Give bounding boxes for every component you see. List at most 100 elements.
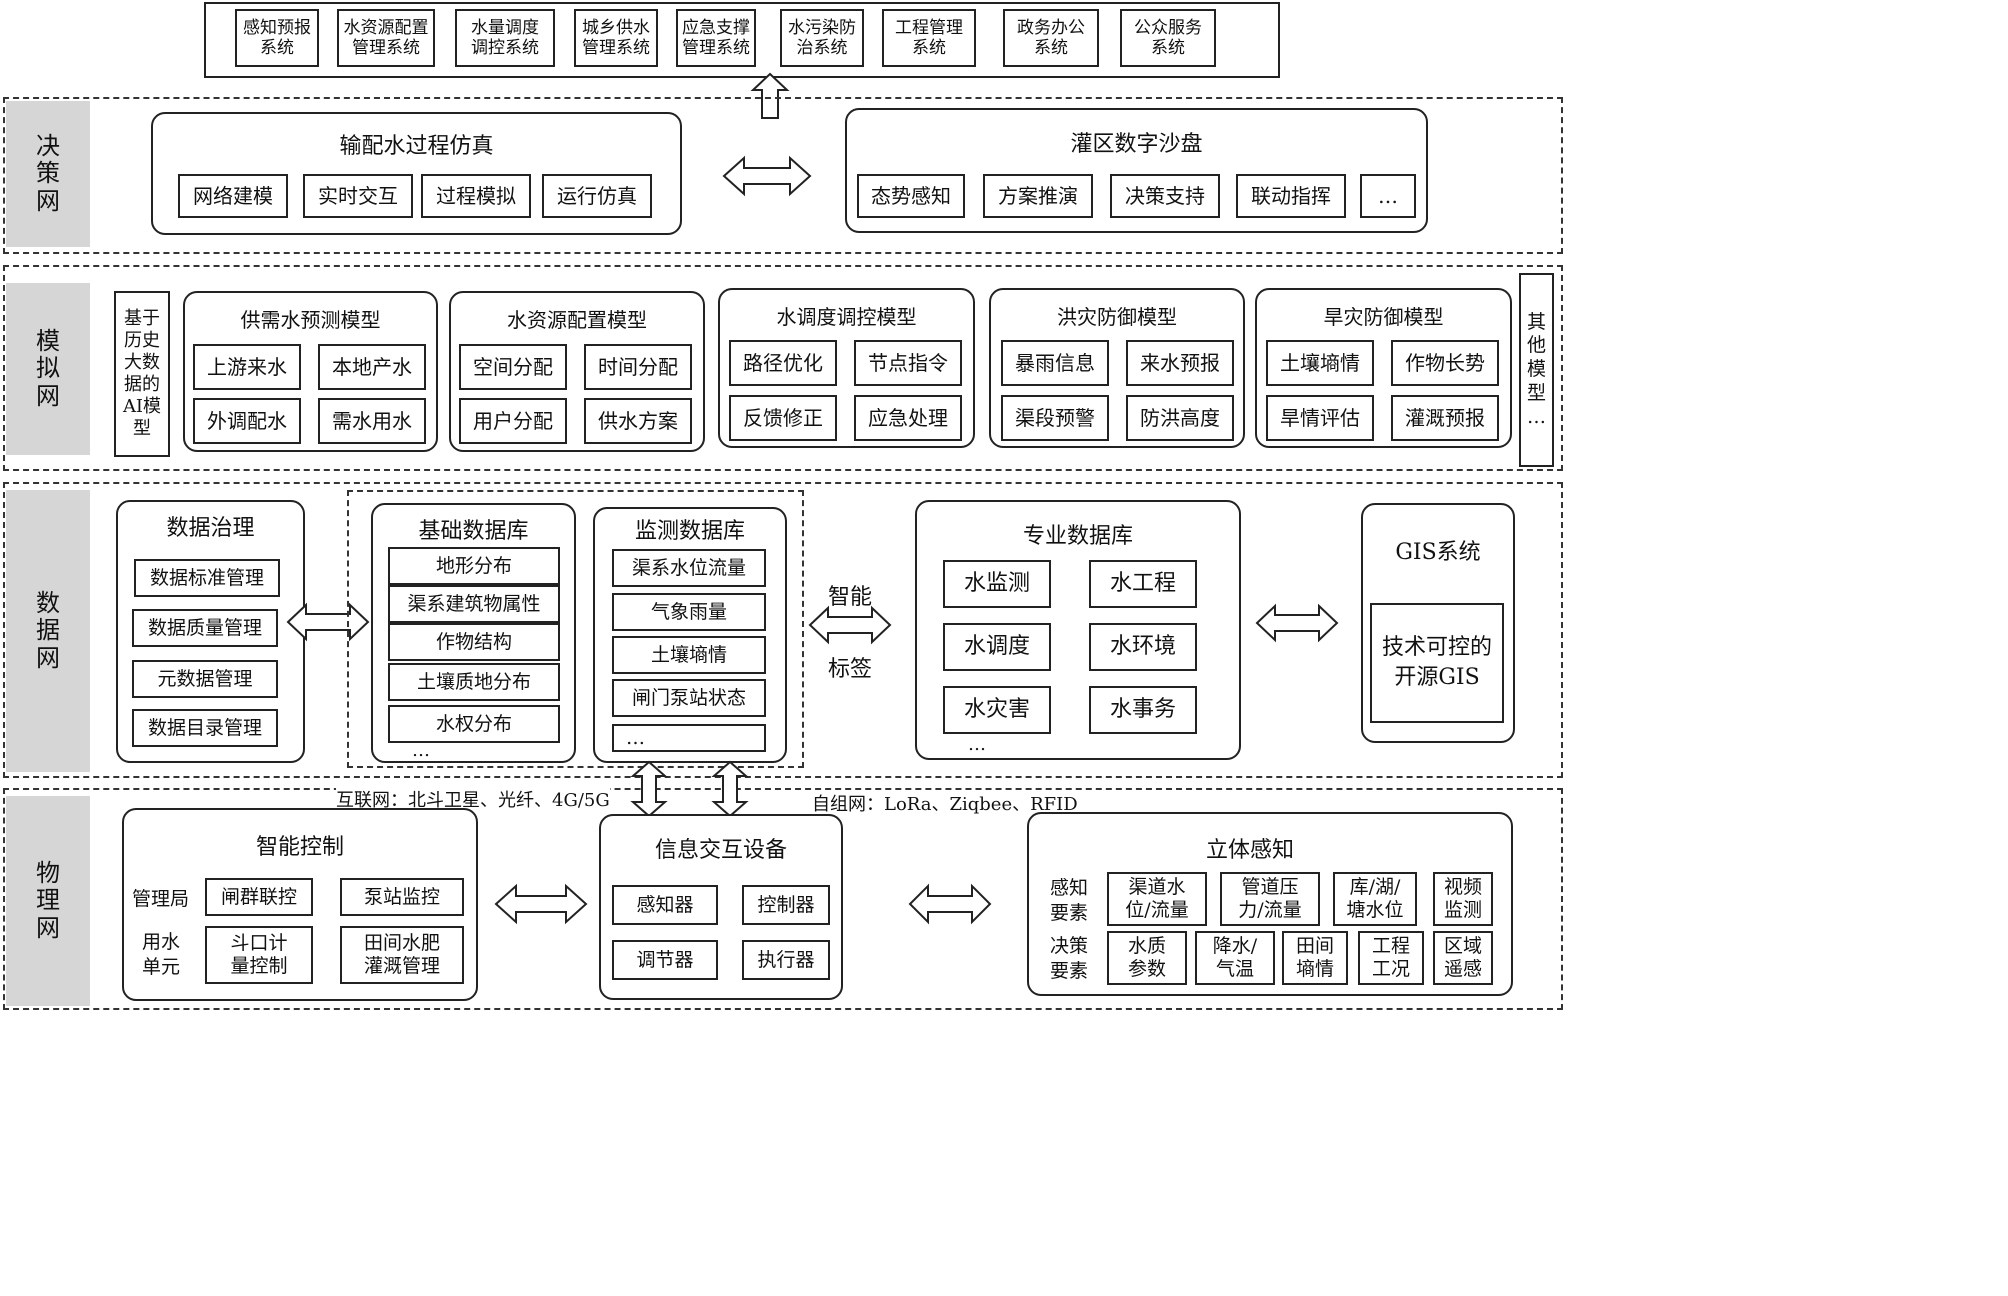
top-system-6[interactable]: 工程管理 系统: [882, 9, 976, 67]
monitor-item-soil-moisture[interactable]: 土壤墒情: [612, 636, 766, 674]
monitor-item-weather-rainfall[interactable]: 气象雨量: [612, 593, 766, 631]
model-item-spatial-allocation[interactable]: 空间分配: [459, 344, 567, 390]
base-item-terrain[interactable]: 地形分布: [388, 547, 560, 585]
top-system-8[interactable]: 公众服务 系统: [1120, 9, 1216, 67]
gov-item-quality[interactable]: 数据质量管理: [132, 609, 278, 647]
monitor-item-gate-pump-status[interactable]: 闸门泵站状态: [612, 679, 766, 717]
digital-sandbox-title: 灌区数字沙盘: [1070, 132, 1203, 157]
device-item-actuator[interactable]: 执行器: [742, 940, 830, 980]
professional-database-title: 专业数据库: [1022, 524, 1133, 549]
control-item-outlet-metering[interactable]: 斗口计 量控制: [205, 926, 313, 984]
sandbox-item-scheme[interactable]: 方案推演: [983, 174, 1093, 218]
sense-item-engineering-condition[interactable]: 工程 工况: [1358, 931, 1424, 985]
model-item-soil-moisture[interactable]: 土壤墒情: [1266, 340, 1374, 386]
model-item-channel-warning[interactable]: 渠段预警: [1001, 395, 1109, 441]
base-database-title: 基础数据库: [418, 519, 529, 544]
decision-layer-label: 决 策 网: [6, 101, 90, 247]
model-item-rainstorm-info[interactable]: 暴雨信息: [1001, 340, 1109, 386]
model-item-upstream-inflow[interactable]: 上游来水: [193, 344, 301, 390]
pro-item-water-disaster[interactable]: 水灾害: [943, 686, 1051, 734]
model-item-emergency-handling[interactable]: 应急处理: [854, 395, 962, 441]
model-title-resource-allocation: 水资源配置模型: [507, 308, 647, 332]
top-system-4[interactable]: 应急支撑 管理系统: [676, 9, 756, 67]
model-item-node-command[interactable]: 节点指令: [854, 340, 962, 386]
sense-item-pipe-pressure-flow[interactable]: 管道压 力/流量: [1220, 872, 1320, 926]
top-system-3[interactable]: 城乡供水 管理系统: [574, 9, 658, 67]
pro-item-water-engineering[interactable]: 水工程: [1089, 560, 1197, 608]
model-item-external-allocation[interactable]: 外调配水: [193, 398, 301, 444]
double-arrow-icon: [286, 602, 370, 642]
base-item-soil-texture[interactable]: 土壤质地分布: [388, 663, 560, 701]
sim-item-realtime-interaction[interactable]: 实时交互: [303, 174, 413, 218]
model-item-water-demand[interactable]: 需水用水: [318, 398, 426, 444]
other-models-box[interactable]: 其 他 模 型 …: [1519, 273, 1554, 467]
gis-open-source-box[interactable]: 技术可控的 开源GIS: [1370, 603, 1504, 723]
model-item-user-allocation[interactable]: 用户分配: [459, 398, 567, 444]
pro-item-water-affairs[interactable]: 水事务: [1089, 686, 1197, 734]
device-item-sensor[interactable]: 感知器: [612, 885, 718, 925]
sandbox-item-decision-support[interactable]: 决策支持: [1110, 174, 1220, 218]
model-item-feedback-correction[interactable]: 反馈修正: [729, 395, 837, 441]
model-title-flood-defense: 洪灾防御模型: [1057, 305, 1177, 329]
gis-system-title: GIS系统: [1395, 540, 1481, 565]
sense-item-regional-remote[interactable]: 区域 遥感: [1433, 931, 1493, 985]
pro-item-water-dispatch[interactable]: 水调度: [943, 623, 1051, 671]
application-systems-bar: [204, 2, 1280, 78]
monitor-item-canal-level-flow[interactable]: 渠系水位流量: [612, 549, 766, 587]
model-item-flood-height[interactable]: 防洪高度: [1126, 395, 1234, 441]
gov-item-catalog[interactable]: 数据目录管理: [132, 709, 278, 747]
ai-model-box[interactable]: 基于 历史 大数 据的 AI模 型: [114, 291, 170, 457]
sense-row-label-perception: 感知 要素: [1050, 877, 1089, 924]
model-item-path-optimization[interactable]: 路径优化: [729, 340, 837, 386]
model-item-drought-assessment[interactable]: 旱情评估: [1266, 395, 1374, 441]
adhoc-network-label: 自组网：LoRa、Ziqbee、RFID: [812, 790, 1078, 816]
model-item-crop-growth[interactable]: 作物长势: [1391, 340, 1499, 386]
control-item-pump-monitor[interactable]: 泵站监控: [340, 878, 464, 916]
sandbox-item-situation[interactable]: 态势感知: [857, 174, 965, 218]
gov-item-standards[interactable]: 数据标准管理: [134, 559, 280, 597]
control-item-gate-group[interactable]: 闸群联控: [205, 878, 313, 916]
model-item-supply-plan[interactable]: 供水方案: [584, 398, 692, 444]
sense-item-video-monitor[interactable]: 视频 监测: [1433, 872, 1493, 926]
sense-item-channel-level-flow[interactable]: 渠道水 位/流量: [1107, 872, 1207, 926]
smart-tag-label-bottom: 标签: [828, 657, 873, 682]
base-item-water-rights[interactable]: 水权分布: [388, 705, 560, 743]
top-system-2[interactable]: 水量调度 调控系统: [455, 9, 555, 67]
pro-item-water-monitoring[interactable]: 水监测: [943, 560, 1051, 608]
vertical-double-arrow-icon: [630, 760, 668, 818]
gov-item-metadata[interactable]: 元数据管理: [132, 660, 278, 698]
sandbox-item-command[interactable]: 联动指挥: [1236, 174, 1346, 218]
model-title-supply-demand: 供需水预测模型: [240, 308, 381, 332]
base-item-canal-structures[interactable]: 渠系建筑物属性: [388, 585, 560, 623]
model-item-local-production[interactable]: 本地产水: [318, 344, 426, 390]
pro-more-ellipsis: …: [968, 734, 986, 755]
pro-item-water-environment[interactable]: 水环境: [1089, 623, 1197, 671]
top-system-7[interactable]: 政务办公 系统: [1003, 9, 1099, 67]
sim-item-process-simulation[interactable]: 过程模拟: [421, 174, 531, 218]
info-device-title: 信息交互设备: [654, 838, 787, 863]
control-item-field-fertigation[interactable]: 田间水肥 灌溉管理: [340, 926, 464, 984]
sim-item-network-modeling[interactable]: 网络建模: [178, 174, 288, 218]
top-system-1[interactable]: 水资源配置 管理系统: [337, 9, 435, 67]
internet-network-label: 互联网：北斗卫星、光纤、4G/5G: [336, 786, 610, 812]
top-system-5[interactable]: 水污染防 治系统: [780, 9, 864, 67]
data-layer-frame: [3, 482, 1563, 778]
sim-item-operation-simulation[interactable]: 运行仿真: [542, 174, 652, 218]
data-layer-label: 数 据 网: [6, 490, 90, 772]
model-item-inflow-forecast[interactable]: 来水预报: [1126, 340, 1234, 386]
data-governance-title: 数据治理: [166, 516, 255, 541]
simulation-layer-label: 模 拟 网: [6, 283, 90, 455]
model-item-temporal-allocation[interactable]: 时间分配: [584, 344, 692, 390]
top-system-0[interactable]: 感知预报 系统: [235, 9, 319, 67]
sense-item-precip-temp[interactable]: 降水/ 气温: [1195, 931, 1275, 985]
monitor-database-title: 监测数据库: [634, 519, 745, 544]
monitor-item-more[interactable]: …: [612, 724, 766, 752]
sandbox-item-more[interactable]: …: [1360, 174, 1416, 218]
model-item-irrigation-forecast[interactable]: 灌溉预报: [1391, 395, 1499, 441]
sense-item-field-moisture[interactable]: 田间 墒情: [1282, 931, 1348, 985]
device-item-controller[interactable]: 控制器: [742, 885, 830, 925]
sense-item-water-quality[interactable]: 水质 参数: [1107, 931, 1187, 985]
sense-item-reservoir-level[interactable]: 库/湖/ 塘水位: [1333, 872, 1417, 926]
base-item-crop-structure[interactable]: 作物结构: [388, 623, 560, 661]
device-item-regulator[interactable]: 调节器: [612, 940, 718, 980]
